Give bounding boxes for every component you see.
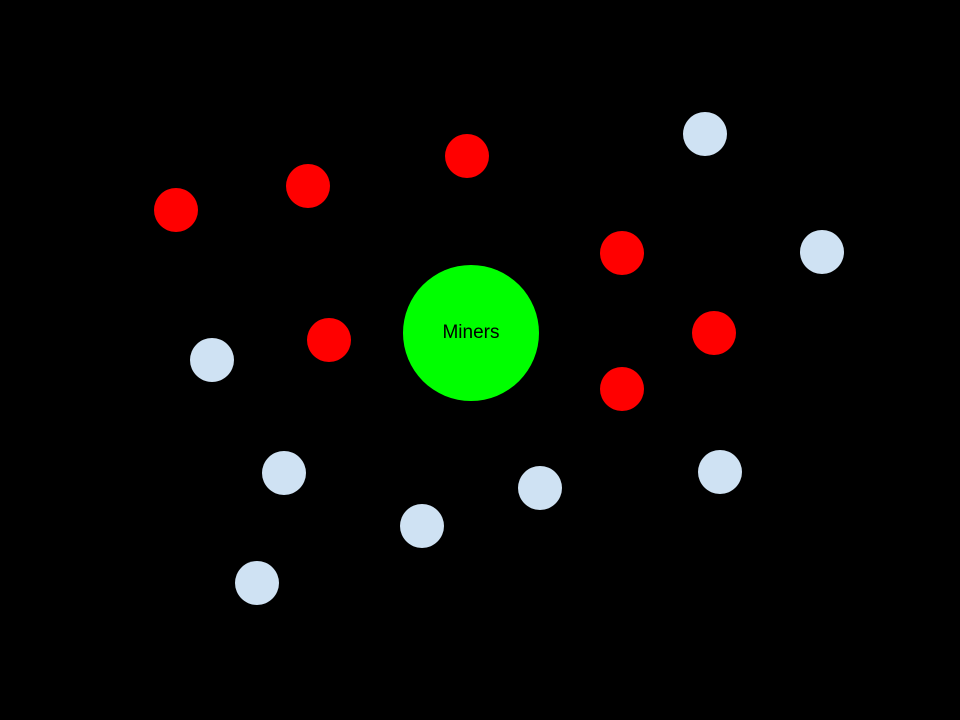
blue-node[interactable] — [698, 450, 742, 494]
blue-node[interactable] — [683, 112, 727, 156]
red-node[interactable] — [445, 134, 489, 178]
miners-node[interactable]: Miners — [403, 265, 539, 401]
blue-node[interactable] — [190, 338, 234, 382]
red-node[interactable] — [307, 318, 351, 362]
red-node[interactable] — [692, 311, 736, 355]
red-node[interactable] — [600, 231, 644, 275]
red-node[interactable] — [600, 367, 644, 411]
blue-node[interactable] — [235, 561, 279, 605]
blue-node[interactable] — [518, 466, 562, 510]
blue-node[interactable] — [800, 230, 844, 274]
blue-node[interactable] — [400, 504, 444, 548]
red-node[interactable] — [286, 164, 330, 208]
blue-node[interactable] — [262, 451, 306, 495]
red-node[interactable] — [154, 188, 198, 232]
miners-node-label: Miners — [442, 321, 500, 343]
